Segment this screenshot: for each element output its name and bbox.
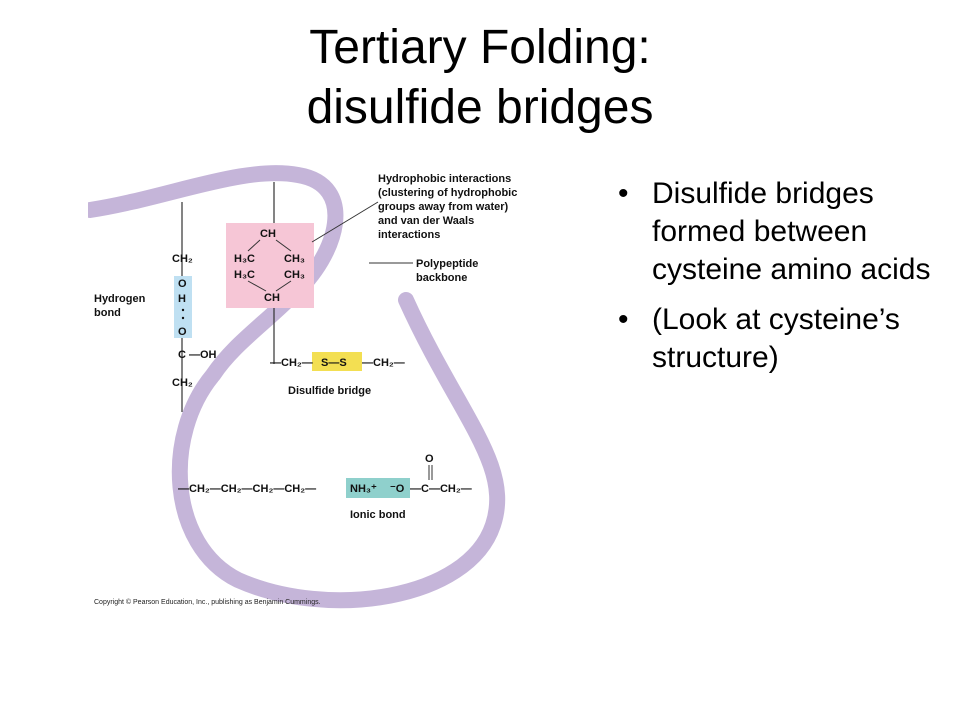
ionic-o-top: O [425, 453, 434, 465]
disulfide-ch2-right: —CH₂— [362, 357, 405, 369]
hydrophobic-ch-top: CH [260, 228, 276, 240]
ionic-label: Ionic bond [350, 509, 406, 521]
hydrophobic-ch3-1: CH₃ [284, 253, 305, 265]
title-line-2: disulfide bridges [306, 81, 654, 134]
hydrogen-label-2: bond [94, 307, 121, 319]
bullet-dot: • [618, 303, 629, 336]
hbond-o-bottom: O [178, 326, 187, 338]
hydrogen-label-1: Hydrogen [94, 293, 146, 305]
backbone-label-2: backbone [416, 272, 467, 284]
ionic-c-ch2: —C—CH₂— [410, 483, 472, 495]
bullet-item-2: • (Look at cysteine’s structure) [618, 301, 948, 377]
hydrophobic-label-4: and van der Waals [378, 215, 474, 227]
hbond-o-top: O [178, 278, 187, 290]
hydrophobic-h3c-2: H₃C [234, 269, 255, 281]
slide-title: Tertiary Folding: disulfide bridges [0, 18, 960, 138]
hydrophobic-pointer [311, 201, 379, 243]
ionic-chain-left: —CH₂—CH₂—CH₂—CH₂— [178, 483, 316, 495]
hydrogen-box [174, 276, 192, 338]
hydrophobic-label-2: (clustering of hydrophobic [378, 187, 517, 199]
bullet-text-1: Disulfide bridges formed between cystein… [652, 177, 931, 286]
hbond-ch2-top: CH₂ [172, 253, 193, 265]
hydrophobic-box [226, 223, 314, 308]
hydrophobic-label-5: interactions [378, 229, 440, 241]
hbond-ch2-bottom: CH₂ [172, 377, 193, 389]
disulfide-box [312, 352, 362, 371]
bullet-item-1: • Disulfide bridges formed between cyste… [618, 175, 948, 289]
tertiary-structure-diagram: CH H₃C CH₃ H₃C CH₃ CH Hydrophobic intera… [88, 165, 517, 609]
polypeptide-backbone [88, 165, 506, 609]
hydrophobic-label-3: groups away from water) [378, 201, 509, 213]
ionic-o-minus: ⁻O [390, 483, 405, 495]
hbond-c: C [178, 349, 186, 361]
title-line-1: Tertiary Folding: [309, 21, 651, 74]
backbone-label-1: Polypeptide [416, 258, 478, 270]
ionic-nh3: NH₃⁺ [350, 483, 377, 495]
hydrophobic-ch3-2: CH₃ [284, 269, 305, 281]
disulfide-ch2-left: —CH₂— [270, 357, 313, 369]
hydrophobic-ch-bottom: CH [264, 292, 280, 304]
hydrophobic-h3c-1: H₃C [234, 253, 255, 265]
disulfide-label: Disulfide bridge [288, 385, 371, 397]
hbond-h: H [178, 293, 186, 305]
hydrophobic-label-1: Hydrophobic interactions [378, 173, 511, 185]
bullet-text-2: (Look at cysteine’s structure) [652, 303, 900, 374]
bullet-dot: • [618, 177, 629, 210]
ionic-box [346, 478, 410, 498]
bullet-list: • Disulfide bridges formed between cyste… [618, 175, 948, 389]
hbond-oh: —OH [189, 349, 217, 361]
copyright-text: Copyright © Pearson Education, Inc., pub… [94, 599, 321, 606]
disulfide-s-s: S—S [321, 357, 347, 369]
